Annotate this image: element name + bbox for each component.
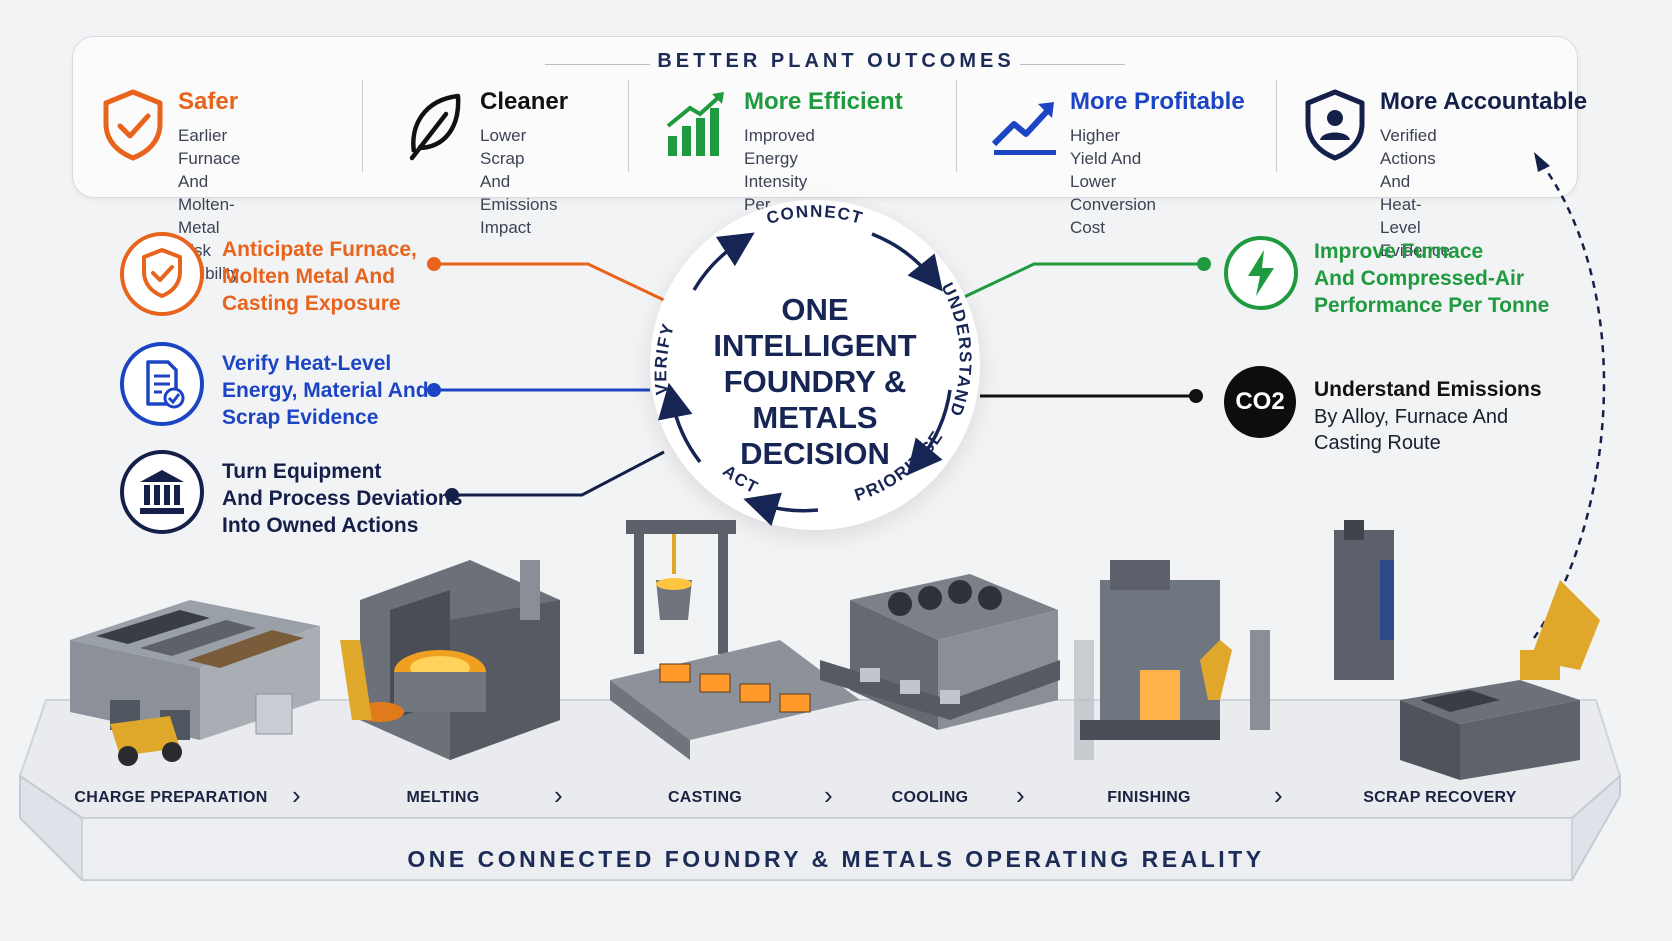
- melting-equipment: [340, 560, 560, 760]
- connector-line-orange: [434, 262, 669, 304]
- shield-user-icon: [1305, 89, 1365, 161]
- divider: [956, 80, 957, 172]
- shield-check-icon: [142, 248, 182, 298]
- connector-line-navy: [452, 450, 665, 497]
- right-item-improve: Improve Furnace And Compressed-Air Perfo…: [1314, 240, 1550, 317]
- chevron-right-icon: ›: [1016, 780, 1025, 810]
- connector-dot: [445, 488, 459, 502]
- outcome-title: More Profitable: [1070, 88, 1245, 115]
- charge-preparation-equipment: [70, 600, 320, 766]
- connector-line-green: [961, 262, 1204, 300]
- feedback-arrowhead: [1534, 152, 1550, 172]
- connector-dot: [1197, 257, 1211, 271]
- chevron-right-icon: ›: [1274, 780, 1283, 810]
- outcomes-title: BETTER PLANT OUTCOMES: [657, 50, 1015, 72]
- right-item-emissions-desc: By Alloy, Furnace And Casting Route: [1314, 406, 1509, 454]
- verify-icon-ring: [120, 342, 204, 426]
- title-rule-left: [545, 64, 650, 65]
- stage-casting: CASTING: [667, 789, 743, 806]
- scrap-recovery-equipment: [1334, 520, 1600, 780]
- divider: [362, 80, 363, 172]
- decision-loop-ring: CONNECT UNDERSTAND PRIORITISE ACT VERIFY: [651, 202, 973, 526]
- casting-equipment: [610, 520, 860, 760]
- outcome-title: Cleaner: [480, 88, 569, 115]
- connector-dot: [427, 257, 441, 271]
- outcomes-panel: [72, 36, 1578, 198]
- stage-scrap-recovery: SCRAP RECOVERY: [1363, 789, 1517, 806]
- trend-up-icon: [991, 102, 1056, 155]
- bar-chart-up-icon: [666, 92, 724, 156]
- left-item-verify: Verify Heat-Level Energy, Material And S…: [222, 352, 429, 429]
- center-decision-title: ONE INTELLIGENT FOUNDRY & METALS DECISIO…: [713, 292, 917, 471]
- feedback-dashed-arrow: [1532, 163, 1606, 639]
- operating-reality-title: ONE CONNECTED FOUNDRY & METALS OPERATING…: [407, 846, 1265, 872]
- shield-check-icon: [103, 89, 163, 161]
- outcome-desc: Verified Actions And Heat-Level Evidence: [1380, 126, 1450, 260]
- outcome-title: More Efficient: [744, 88, 903, 115]
- chevron-right-icon: ›: [554, 780, 563, 810]
- title-rule-right: [1020, 64, 1125, 65]
- left-item-anticipate: Anticipate Furnace, Molten Metal And Cas…: [222, 238, 417, 315]
- cooling-equipment: [820, 574, 1060, 730]
- co2-icon: CO2: [1224, 366, 1296, 438]
- connector-dot: [427, 383, 441, 397]
- anticipate-icon-ring: [120, 232, 204, 316]
- left-item-actions: Turn Equipment And Process Deviations In…: [222, 460, 463, 537]
- stage-finishing: FINISHING: [1107, 789, 1191, 806]
- finishing-equipment: [1074, 560, 1270, 760]
- divider: [628, 80, 629, 172]
- lightning-icon-ring: [1224, 236, 1298, 310]
- institution-icon-ring: [120, 450, 204, 534]
- outcome-desc: Higher Yield And Lower Conversion Cost: [1070, 126, 1156, 237]
- institution-icon: [140, 470, 184, 514]
- stage-charge-preparation: CHARGE PREPARATION: [74, 789, 268, 806]
- co2-badge-text: CO2: [1235, 388, 1285, 415]
- outcome-title: Safer: [178, 88, 239, 115]
- connector-dot: [1189, 389, 1203, 403]
- chevron-right-icon: ›: [292, 780, 301, 810]
- document-check-icon: [146, 360, 185, 409]
- stage-cooling: COOLING: [891, 789, 969, 806]
- divider: [1276, 80, 1277, 172]
- chevron-right-icon: ›: [824, 780, 833, 810]
- outcome-desc: Lower Scrap And Emissions Impact: [480, 126, 558, 237]
- lightning-icon: [1248, 250, 1274, 296]
- outcome-title: More Accountable: [1380, 88, 1588, 115]
- stage-melting: MELTING: [406, 789, 480, 806]
- leaf-icon: [409, 93, 461, 161]
- right-item-emissions-title: Understand Emissions: [1314, 378, 1542, 401]
